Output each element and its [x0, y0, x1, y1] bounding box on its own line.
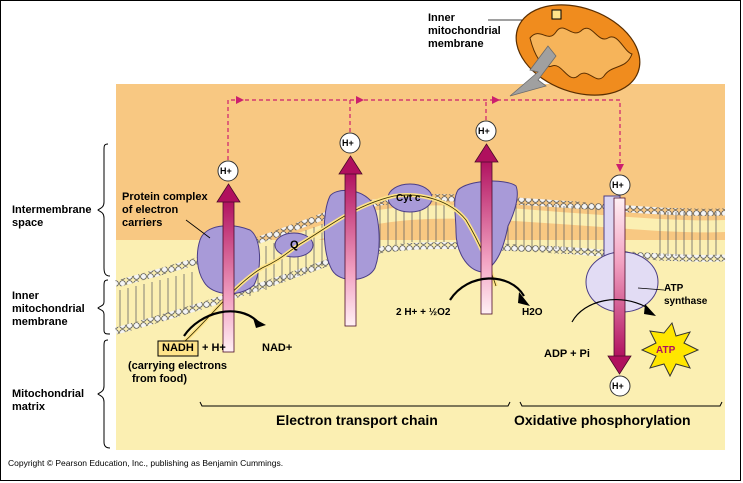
- inner-membrane-left-label: Inner mitochondrial membrane: [12, 290, 85, 328]
- atp-burst: [640, 321, 700, 378]
- atp-label: ATP: [656, 345, 676, 356]
- h-plus-4: H+: [612, 180, 624, 190]
- adp-label: ADP + Pi: [544, 348, 590, 360]
- q-label: Q: [290, 239, 299, 251]
- h-plus-balls: [217, 120, 631, 397]
- h2o-label: H2O: [522, 307, 543, 318]
- h-plus-5: H+: [612, 381, 624, 391]
- h-plus-3: H+: [478, 126, 490, 136]
- oxphos-section-label: Oxidative phosphorylation: [514, 412, 691, 428]
- intermembrane-space-label: Intermembrane space: [12, 204, 92, 229]
- inner-membrane-top-label: Inner mitochondrial membrane: [428, 12, 501, 50]
- water-reaction-label: 2 H+ + ½O2: [396, 307, 451, 318]
- nadh-plus-label: + H+: [202, 342, 226, 354]
- etc-section-label: Electron transport chain: [276, 412, 438, 428]
- region-brackets: [97, 143, 111, 449]
- matrix-label: Mitochondrial matrix: [12, 388, 85, 413]
- cyt-c-label: Cyt c: [396, 193, 421, 204]
- mitochondrion-icon: [509, 4, 641, 97]
- nadh-label: NADH: [162, 342, 194, 354]
- nadh-box: [157, 340, 199, 357]
- proton-flow-dashed: [227, 99, 621, 170]
- q-carrier: [274, 232, 314, 258]
- nad-plus-label: NAD+: [262, 342, 293, 354]
- h-plus-1: H+: [220, 166, 232, 176]
- reaction-arcs: [183, 277, 649, 337]
- protein-complex-label: Protein complex of electron carriers: [122, 191, 208, 229]
- section-brackets: [199, 401, 723, 407]
- carrying-electrons-label: (carrying electrons from food): [128, 360, 228, 385]
- atp-synthase-label: ATP synthase: [664, 283, 708, 307]
- h-plus-2: H+: [342, 138, 354, 148]
- proton-pump-arrows: [216, 143, 632, 375]
- copyright-notice: Copyright © Pearson Education, Inc., pub…: [8, 458, 284, 468]
